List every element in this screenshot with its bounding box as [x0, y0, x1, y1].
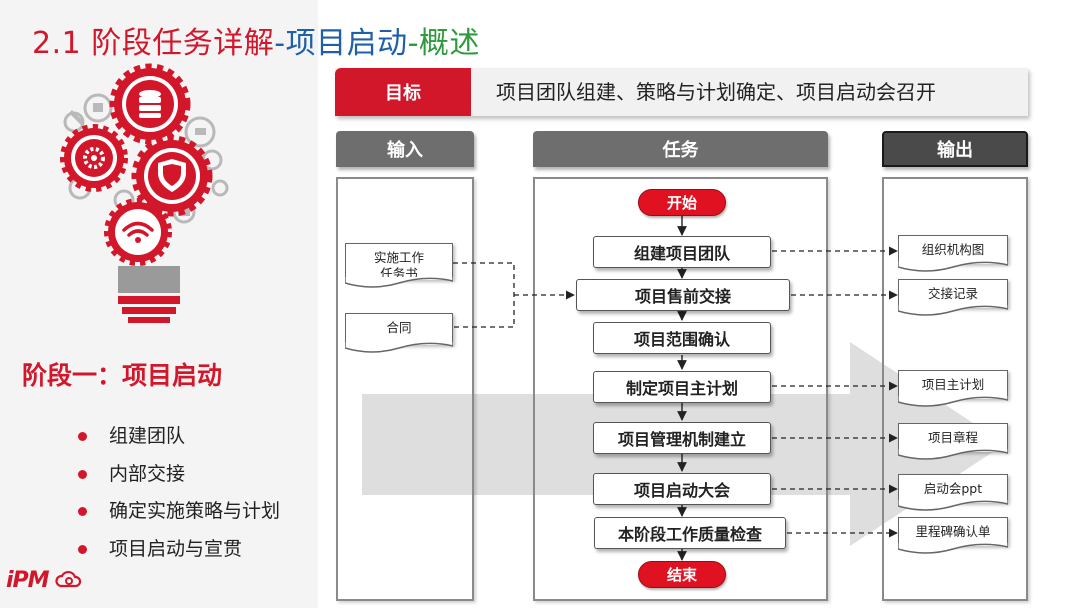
bullet-item: 确定实施策略与计划	[78, 493, 280, 531]
bullet-list: 组建团队 内部交接 确定实施策略与计划 项目启动与宣贯	[78, 418, 280, 568]
wifi-icon	[122, 221, 154, 237]
output-doc-label: 项目主计划	[921, 377, 985, 392]
task-step: 制定项目主计划	[593, 371, 771, 403]
ipm-logo: iPM	[6, 568, 83, 593]
output-doc: 项目主计划	[898, 370, 1008, 399]
database-gear	[109, 63, 191, 145]
logo-text: iPM	[6, 568, 50, 593]
wifi-gear	[104, 198, 172, 266]
title-dash-1: -	[274, 26, 286, 61]
monitor-icon	[195, 128, 206, 135]
output-doc: 项目章程	[898, 423, 1008, 452]
title-prefix: 2.1 阶段任务详解	[32, 26, 275, 61]
title-dash-2: -	[407, 26, 419, 61]
output-doc-label: 项目章程	[927, 430, 978, 445]
lightbulb-icon	[60, 63, 229, 323]
title-mid: 项目启动	[285, 26, 408, 61]
output-doc: 里程碑确认单	[898, 517, 1008, 546]
bullet-item: 内部交接	[78, 456, 280, 494]
output-doc: 组织机构图	[898, 235, 1008, 264]
task-step: 组建项目团队	[593, 236, 771, 268]
output-doc-label: 启动会ppt	[923, 481, 983, 496]
task-step: 项目管理机制建立	[593, 422, 771, 454]
task-step: 项目范围确认	[593, 322, 771, 354]
column-header-task: 任务	[533, 131, 828, 167]
shield-gear	[131, 135, 213, 217]
output-column-box	[882, 177, 1028, 601]
column-header-input: 输入	[336, 131, 474, 167]
stage-heading: 阶段一：项目启动	[22, 361, 223, 390]
goal-text: 项目团队组建、策略与计划确定、项目启动会召开	[496, 80, 936, 104]
goal-label: 目标	[335, 68, 471, 116]
task-column-box	[533, 177, 828, 601]
page-title: 2.1 阶段任务详解-项目启动-概述	[32, 18, 480, 62]
column-header-output: 输出	[882, 131, 1028, 167]
home-icon	[93, 103, 103, 112]
output-doc-label: 里程碑确认单	[915, 524, 991, 539]
wrench-icon	[69, 110, 84, 125]
task-step: 本阶段工作质量检查	[594, 517, 786, 549]
flow-end: 结束	[638, 561, 726, 588]
database-icon	[139, 90, 161, 118]
cog-gear	[60, 124, 128, 192]
bullet-item: 项目启动与宣贯	[78, 531, 280, 569]
task-step: 项目售前交接	[576, 279, 790, 311]
output-doc: 交接记录	[898, 279, 1008, 308]
input-doc-task-book: 实施工作任务书	[345, 243, 453, 280]
input-doc-label: 合同	[386, 320, 412, 335]
output-doc-label: 交接记录	[927, 286, 978, 301]
output-doc: 启动会ppt	[898, 474, 1008, 503]
input-doc-contract: 合同	[345, 313, 453, 345]
task-step: 项目启动大会	[593, 473, 771, 505]
title-suffix: 概述	[418, 26, 480, 61]
gear-icon	[83, 147, 105, 169]
input-column-box	[336, 177, 474, 601]
bulb-base	[118, 266, 180, 323]
cloud-gear-icon	[55, 570, 82, 588]
bullet-item: 组建团队	[78, 418, 280, 456]
output-doc-label: 组织机构图	[921, 242, 985, 257]
flow-start: 开始	[638, 189, 726, 216]
